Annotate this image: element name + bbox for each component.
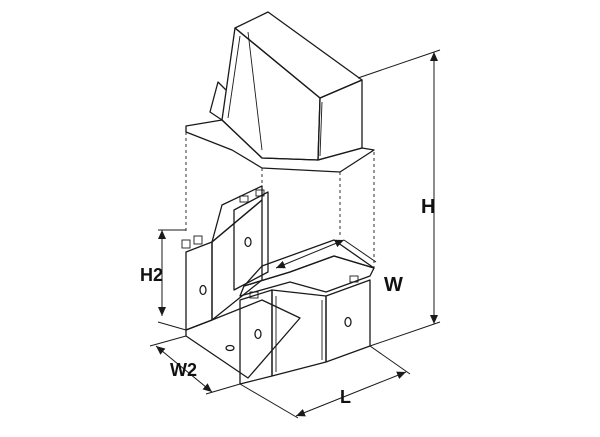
lower-tee-body bbox=[181, 185, 375, 385]
length-label: L bbox=[340, 387, 351, 407]
height-small-label: H2 bbox=[140, 265, 163, 285]
upper-duct-section bbox=[185, 11, 375, 173]
width-small-label: W2 bbox=[170, 360, 197, 380]
height-label: H bbox=[421, 196, 435, 218]
width-label: W bbox=[384, 274, 403, 296]
dimension-lines bbox=[149, 49, 441, 419]
